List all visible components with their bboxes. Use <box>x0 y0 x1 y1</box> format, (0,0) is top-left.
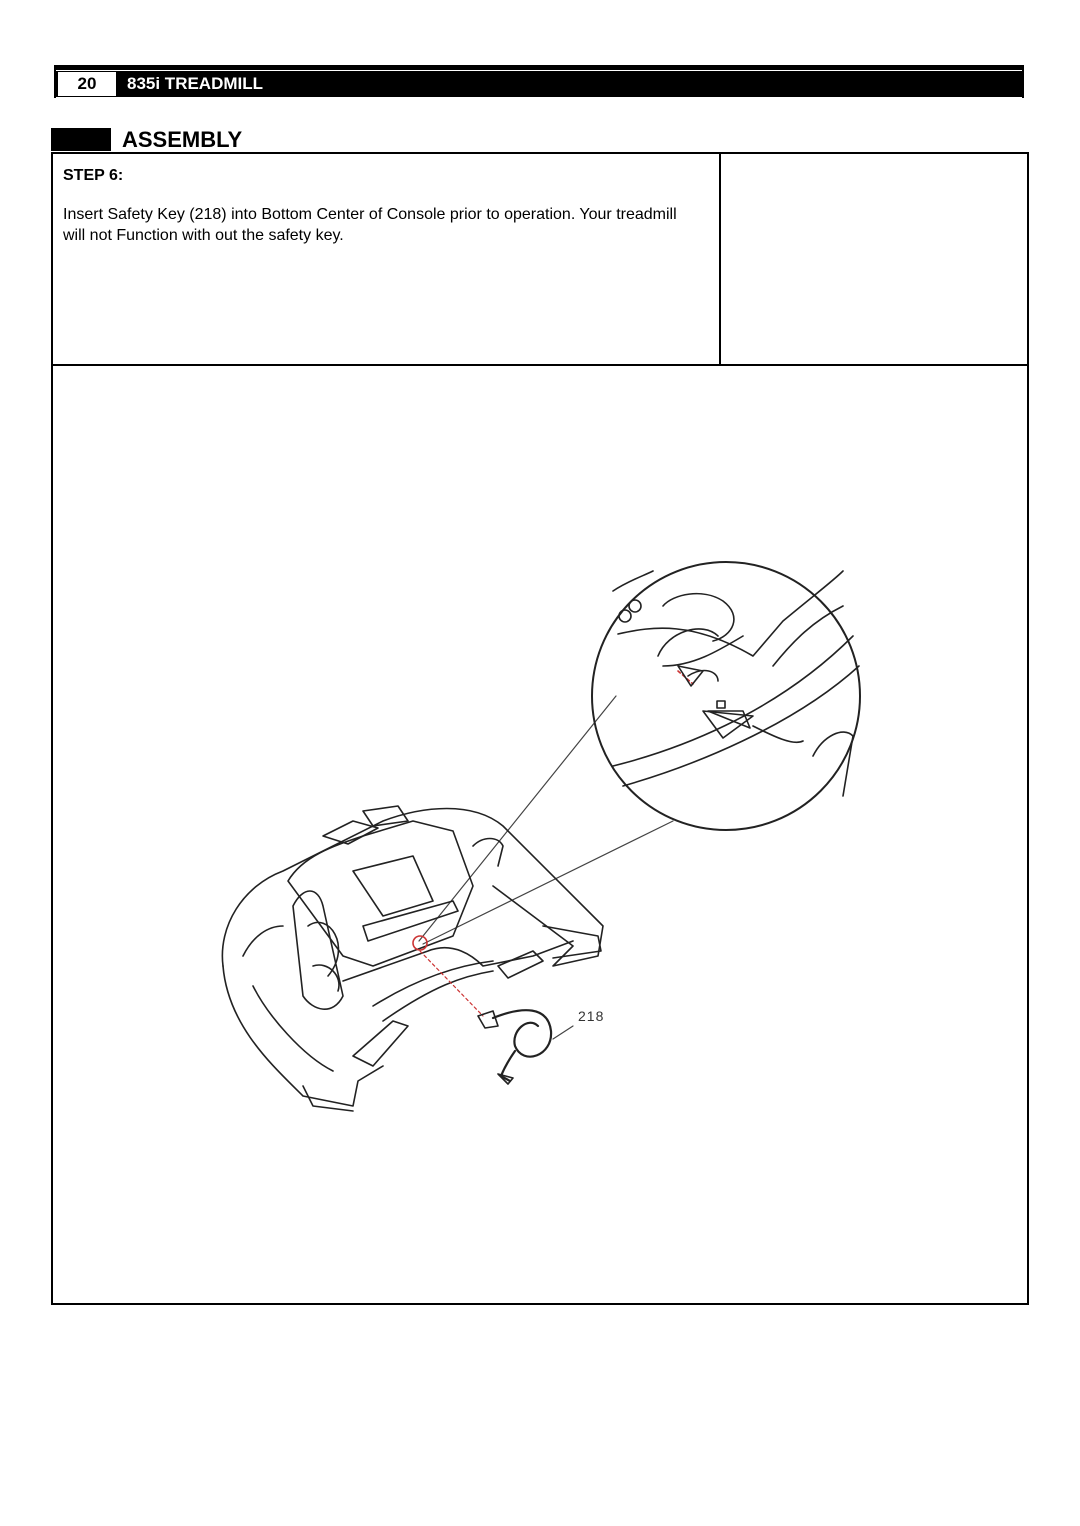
page-number: 20 <box>58 72 116 96</box>
step-text: Insert Safety Key (218) into Bottom Cent… <box>63 206 677 244</box>
treadmill-console <box>221 805 604 1112</box>
part-callout-218: 218 <box>578 1008 605 1024</box>
treadmill-console-illustration <box>221 561 861 1112</box>
step-label: STEP 6: <box>63 167 124 184</box>
section-marker <box>51 128 111 151</box>
section-title: ASSEMBLY <box>122 127 243 152</box>
header-rule: 20 835i TREADMILL <box>56 70 1022 98</box>
model-title: 835i TREADMILL <box>127 74 264 93</box>
magnified-detail <box>591 561 861 831</box>
step-instructions-box: STEP 6: Insert Safety Key (218) into Bot… <box>51 152 1029 366</box>
step-divider <box>719 154 721 364</box>
page-header: 20 835i TREADMILL <box>54 65 1024 98</box>
safety-key <box>477 1009 574 1085</box>
figure-box: 218 <box>51 364 1029 1305</box>
